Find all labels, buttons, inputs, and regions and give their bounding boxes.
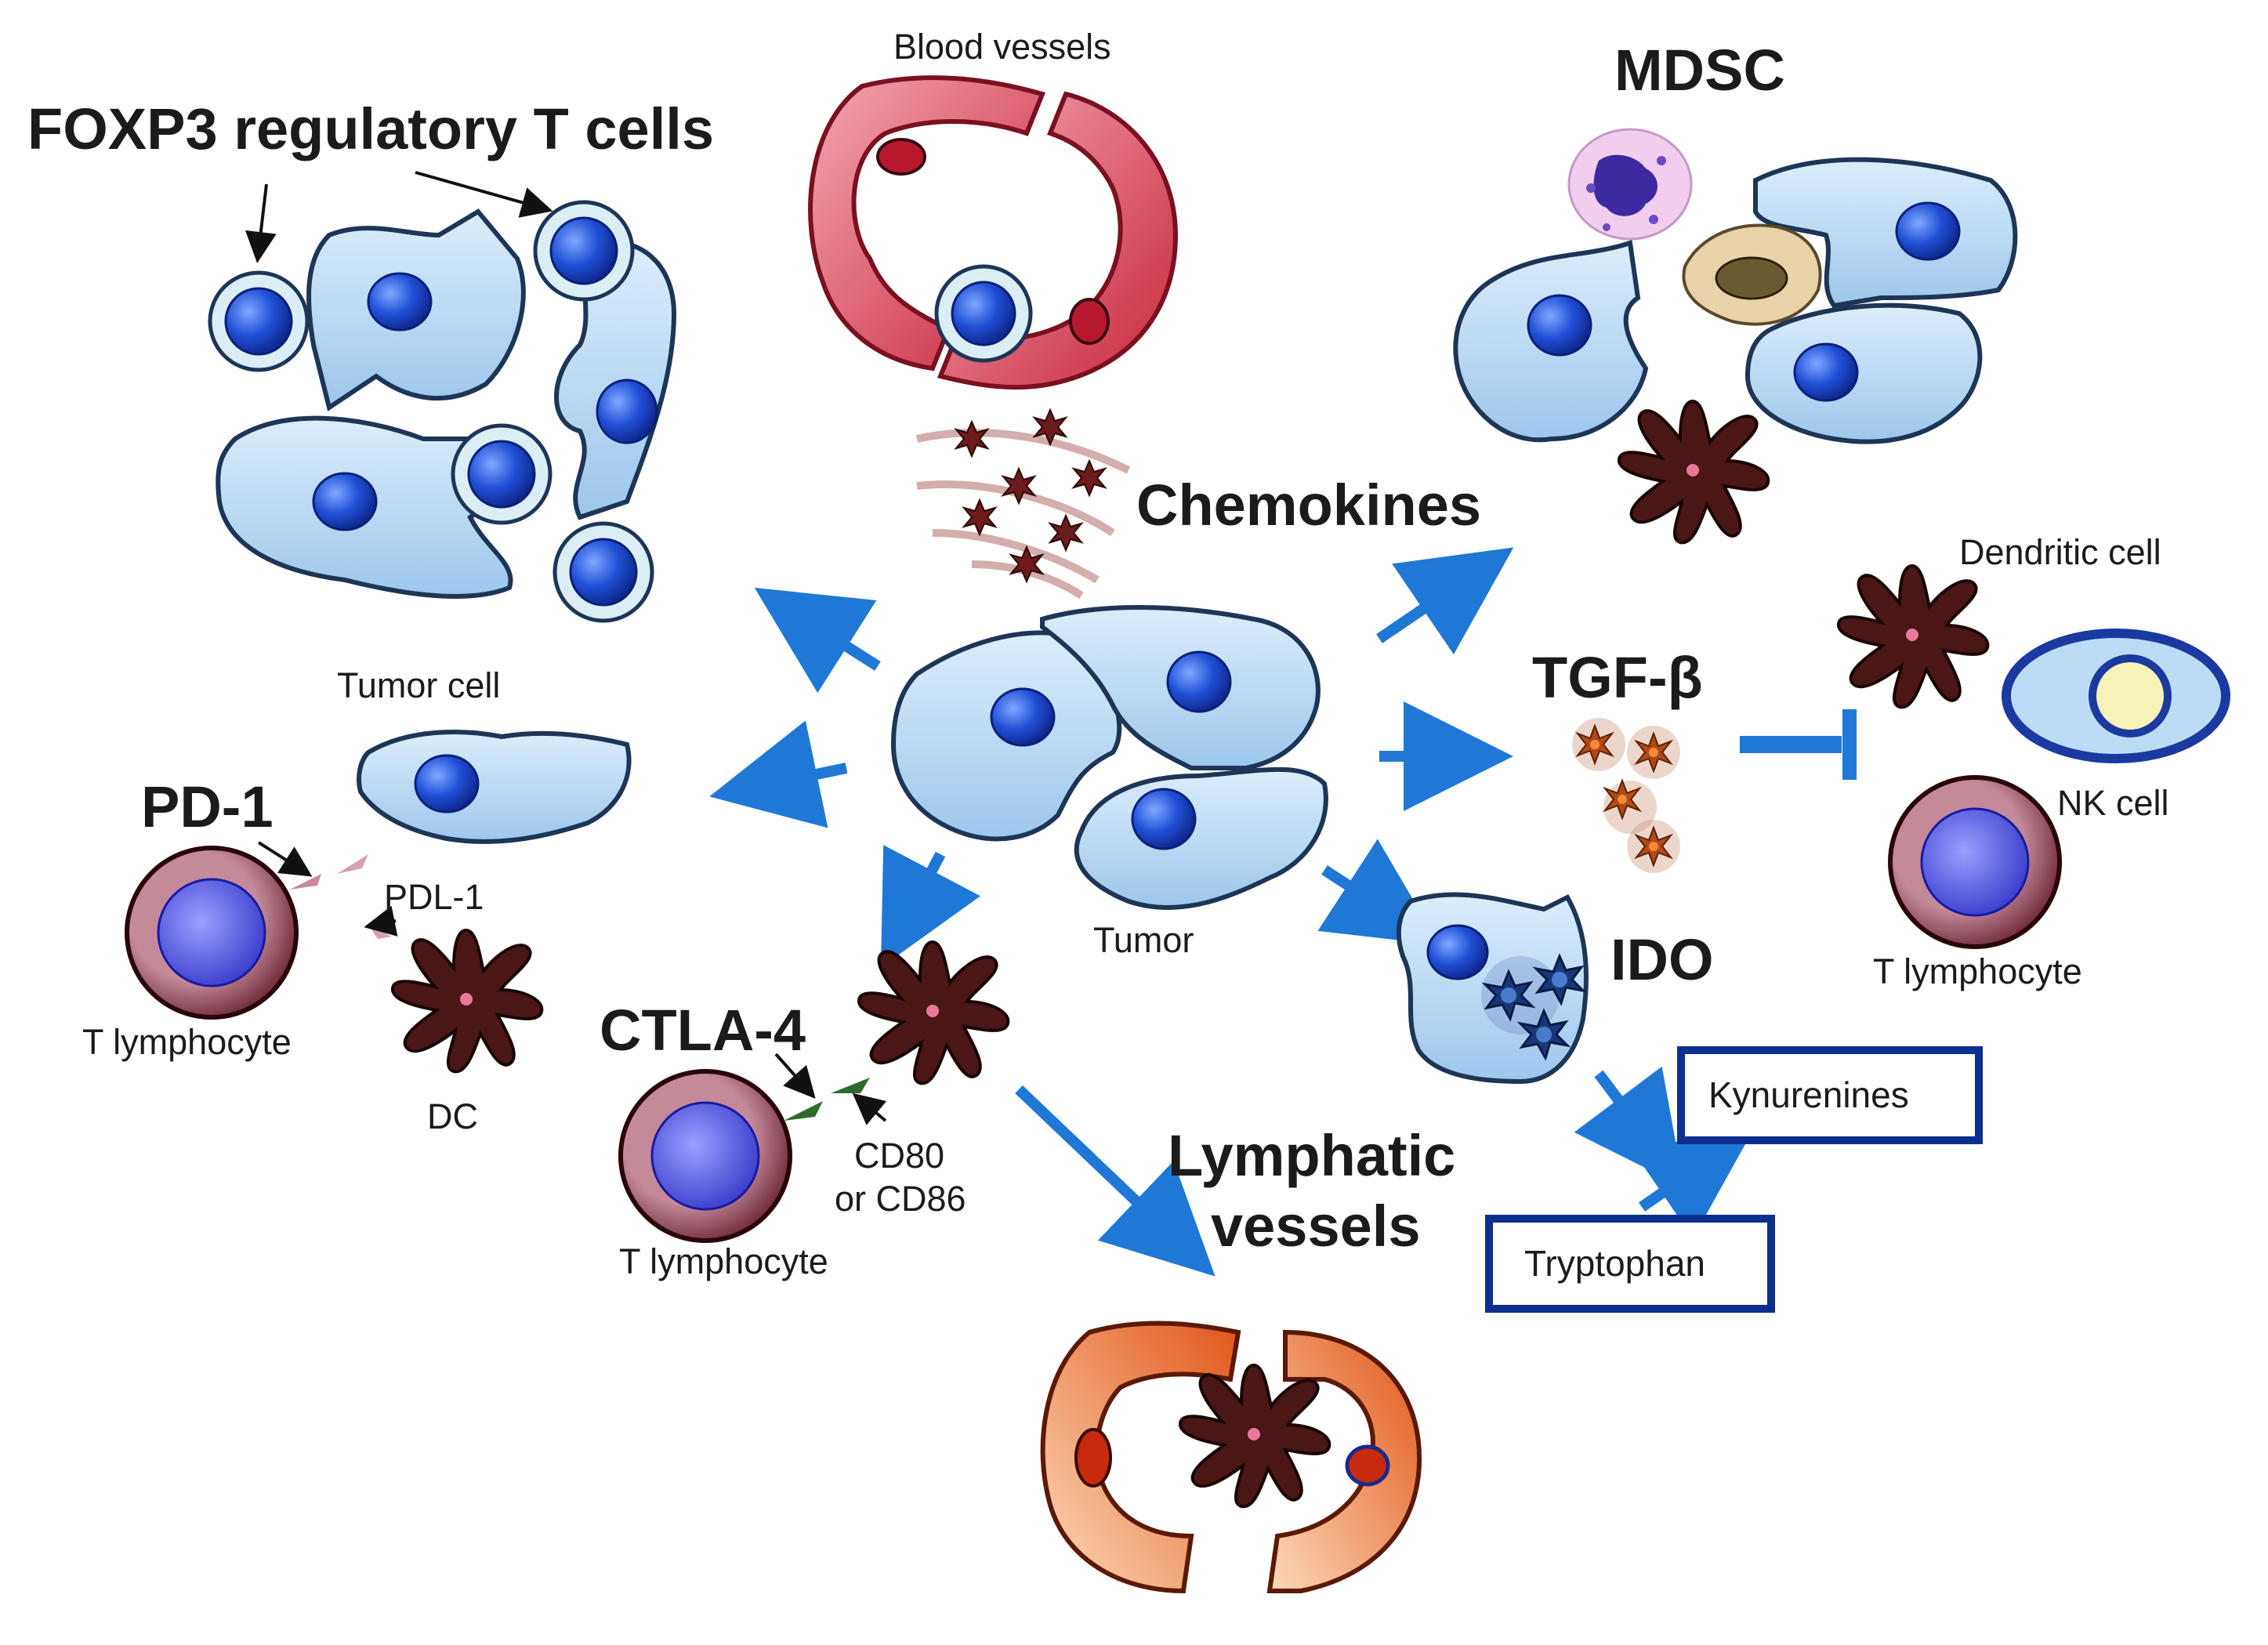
dc-label: DC xyxy=(427,1096,478,1136)
dendritic-cell-label: Dendritic cell xyxy=(1959,532,2161,572)
inhibition-arrow xyxy=(1740,709,1857,780)
pd1-receptor xyxy=(290,874,321,890)
annotation-arrow xyxy=(852,1092,887,1125)
t-lymphocyte-right-label: T lymphocyte xyxy=(1873,951,2082,991)
t-lymphocyte xyxy=(125,846,299,1020)
tryptophan-label: Tryptophan xyxy=(1524,1243,1705,1284)
foxp3-label: FOXP3 regulatory T cells xyxy=(27,96,714,161)
nk-cell-label: NK cell xyxy=(2057,783,2169,823)
pdl1-label: PDL-1 xyxy=(384,877,484,917)
nucleus xyxy=(1527,294,1592,357)
tgf-beta-label: TGF-β xyxy=(1532,645,1703,710)
annotation-arrow xyxy=(257,841,313,877)
mdsc-granulocyte xyxy=(1567,128,1693,241)
blood-vessel xyxy=(808,75,1179,390)
tumor-label: Tumor xyxy=(1093,920,1194,960)
foxp3-treg-cluster xyxy=(208,171,677,623)
pd1-label: PD-1 xyxy=(141,774,274,839)
arrow-tryptophan-to-kynurenines xyxy=(1631,1131,1753,1239)
pdl1-ligand xyxy=(368,925,392,939)
mdsc-cluster xyxy=(1453,128,2018,545)
nucleus xyxy=(1131,788,1197,850)
arrow-ido-to-kynurenines xyxy=(1574,1066,1684,1187)
mdsc-monocyte xyxy=(1682,223,1822,326)
nucleus xyxy=(1166,650,1232,713)
annotation-arrow xyxy=(364,905,398,937)
dendritic-cell xyxy=(857,940,1010,1085)
ido-cell xyxy=(1396,892,1589,1085)
nucleus xyxy=(596,379,658,444)
nucleus xyxy=(414,754,480,813)
tumor-arrows xyxy=(709,547,1753,1277)
chemokine xyxy=(1049,515,1082,551)
central-tumor xyxy=(890,605,1328,911)
nucleus xyxy=(990,687,1056,747)
treg-cell xyxy=(208,270,310,372)
kynurenines-label: Kynurenines xyxy=(1708,1074,1909,1115)
mdsc-label: MDSC xyxy=(1614,38,1785,103)
lymphatic-vessel xyxy=(1040,1321,1422,1594)
t-lymphocyte xyxy=(1888,775,2062,949)
lymphatic-label-line2: vessels xyxy=(1211,1194,1421,1259)
tumor-cell xyxy=(1753,157,2018,309)
dendritic-cell xyxy=(1617,400,1770,545)
treg-cell xyxy=(451,423,553,525)
chemokine xyxy=(963,499,996,535)
t-lymphocyte-left-label: T lymphocyte xyxy=(82,1022,292,1062)
cd80-label-line2: or CD86 xyxy=(835,1179,966,1219)
nucleus xyxy=(367,272,433,332)
cd80-label-line1: CD80 xyxy=(854,1136,944,1176)
arrow-to-mdsc xyxy=(1376,547,1514,655)
treg-cell xyxy=(533,200,635,302)
tryptophan-box: Tryptophan xyxy=(1485,1215,1775,1313)
cd80-ligand xyxy=(831,1078,870,1093)
annotation-arrow xyxy=(774,1053,816,1099)
treg-cell xyxy=(553,521,654,623)
arrow-to-lymphatic xyxy=(1015,1085,1216,1277)
arrow-to-pd1 xyxy=(709,720,848,828)
chemokine xyxy=(955,421,988,457)
pd1-interaction xyxy=(125,730,632,1074)
kynurenines-box: Kynurenines xyxy=(1677,1046,1983,1144)
annotation-arrow xyxy=(415,171,553,218)
tumor-cell xyxy=(1074,766,1328,911)
tumor-cell-label: Tumor cell xyxy=(337,665,500,705)
tumor-cell xyxy=(1744,303,1983,444)
nk-cell xyxy=(2002,629,2230,763)
nucleus xyxy=(312,472,378,531)
annotation-arrow xyxy=(245,183,277,263)
tumor-cell xyxy=(554,239,677,520)
arrow-to-treg xyxy=(754,587,881,694)
pdl1-ligand xyxy=(337,854,368,874)
chemokines-label: Chemokines xyxy=(1136,473,1481,538)
nucleus xyxy=(1426,924,1489,980)
treg-cell xyxy=(934,264,1033,363)
chemokine-cluster xyxy=(915,409,1131,600)
arrow-to-ctla4 xyxy=(880,845,981,968)
ctla4-receptor xyxy=(784,1101,823,1121)
t-lymphocyte-bottom-label: T lymphocyte xyxy=(619,1241,828,1281)
arrow-to-ido xyxy=(1317,839,1440,945)
tumor-cell xyxy=(357,730,632,844)
dendritic-cell xyxy=(1836,564,1990,709)
chemokine xyxy=(1073,460,1106,496)
nucleus xyxy=(1895,201,1961,261)
blood-vessels-label: Blood vessels xyxy=(893,27,1111,67)
lymphatic-label-line1: Lymphatic xyxy=(1168,1123,1455,1188)
tgf-beta-cluster xyxy=(1572,718,1680,873)
dendritic-cell xyxy=(1178,1364,1331,1509)
dendritic-cell xyxy=(390,929,544,1074)
t-lymphocyte xyxy=(618,1069,792,1243)
ido-label: IDO xyxy=(1610,927,1714,992)
ctla4-interaction xyxy=(618,940,1010,1243)
ctla4-label: CTLA-4 xyxy=(600,998,806,1063)
nucleus xyxy=(1793,342,1859,402)
